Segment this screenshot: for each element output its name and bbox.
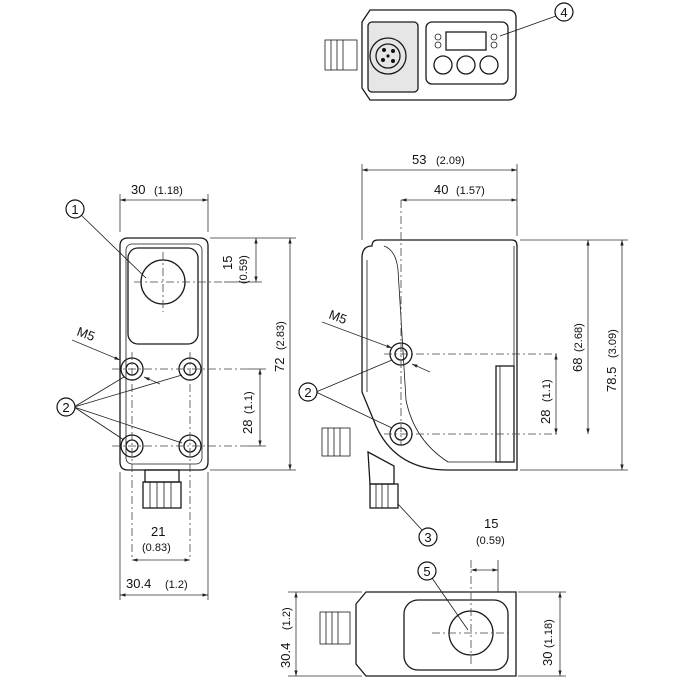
front-height-in: (2.83) (275, 321, 287, 350)
front-width-bottom: 30.4 (126, 576, 151, 591)
mounting-holes-front (120, 357, 202, 458)
side-height: 68 (570, 358, 585, 372)
side-height-total: 78.5 (604, 367, 619, 392)
bottom-height-right-in: (1.18) (543, 619, 555, 648)
front-width-top: 30 (131, 182, 145, 197)
front-view: 30 (1.18) 15 (0.59) 72 (2.83) 28 (1.1) 2… (56, 182, 296, 600)
front-hole-offset-in: (0.59) (238, 255, 250, 284)
callout-4-label: 4 (560, 5, 567, 20)
callout-2-side-label: 2 (304, 385, 311, 400)
bottom-height-right: 30 (540, 652, 555, 666)
callout-1-label: 1 (71, 202, 78, 217)
display-panel (425, 21, 509, 85)
callout-2-side (298, 382, 318, 402)
side-depth-total-in: (2.09) (436, 155, 465, 167)
front-hole-offset: 15 (220, 256, 235, 270)
front-hole-spacing-in: (1.1) (243, 391, 255, 414)
callout-4 (554, 2, 574, 22)
side-depth-body-in: (1.57) (456, 185, 485, 197)
front-hole-spacing: 28 (240, 420, 255, 434)
side-thread-label: M5 (327, 307, 349, 327)
callout-3-label: 3 (424, 530, 431, 545)
front-width-top-in: (1.18) (154, 185, 183, 197)
front-hole-pitch: 21 (151, 524, 165, 539)
bottom-view: 15 (0.59) 30.4 (1.2) 30 (1.18) 5 (278, 516, 566, 677)
side-hole-spacing-in: (1.1) (541, 379, 553, 402)
callout-5-label: 5 (423, 564, 430, 579)
top-view: 4 (324, 2, 574, 101)
bottom-hole-offset-in: (0.59) (476, 535, 505, 547)
front-height: 72 (272, 358, 287, 372)
bottom-hole-offset: 15 (484, 516, 498, 531)
callout-1 (65, 199, 85, 219)
side-depth-total: 53 (412, 152, 426, 167)
bottom-height-left: 30.4 (278, 643, 293, 668)
front-thread-label: M5 (75, 324, 97, 344)
side-hole-spacing: 28 (538, 410, 553, 424)
callout-5 (417, 561, 437, 581)
side-height-total-in: (3.09) (607, 329, 619, 358)
side-depth-body: 40 (434, 182, 448, 197)
front-hole-pitch-in: (0.83) (142, 542, 171, 554)
callout-2-front-label: 2 (62, 400, 69, 415)
front-width-bottom-in: (1.2) (165, 579, 188, 591)
side-view: 53 (2.09) 40 (1.57) 28 (1.1) 68 (2.68) 7… (298, 152, 628, 547)
side-height-in: (2.68) (573, 323, 585, 352)
callout-2-front (56, 397, 76, 417)
connector-face (369, 37, 407, 75)
bottom-height-left-in: (1.2) (281, 607, 293, 630)
callout-3 (418, 527, 438, 547)
